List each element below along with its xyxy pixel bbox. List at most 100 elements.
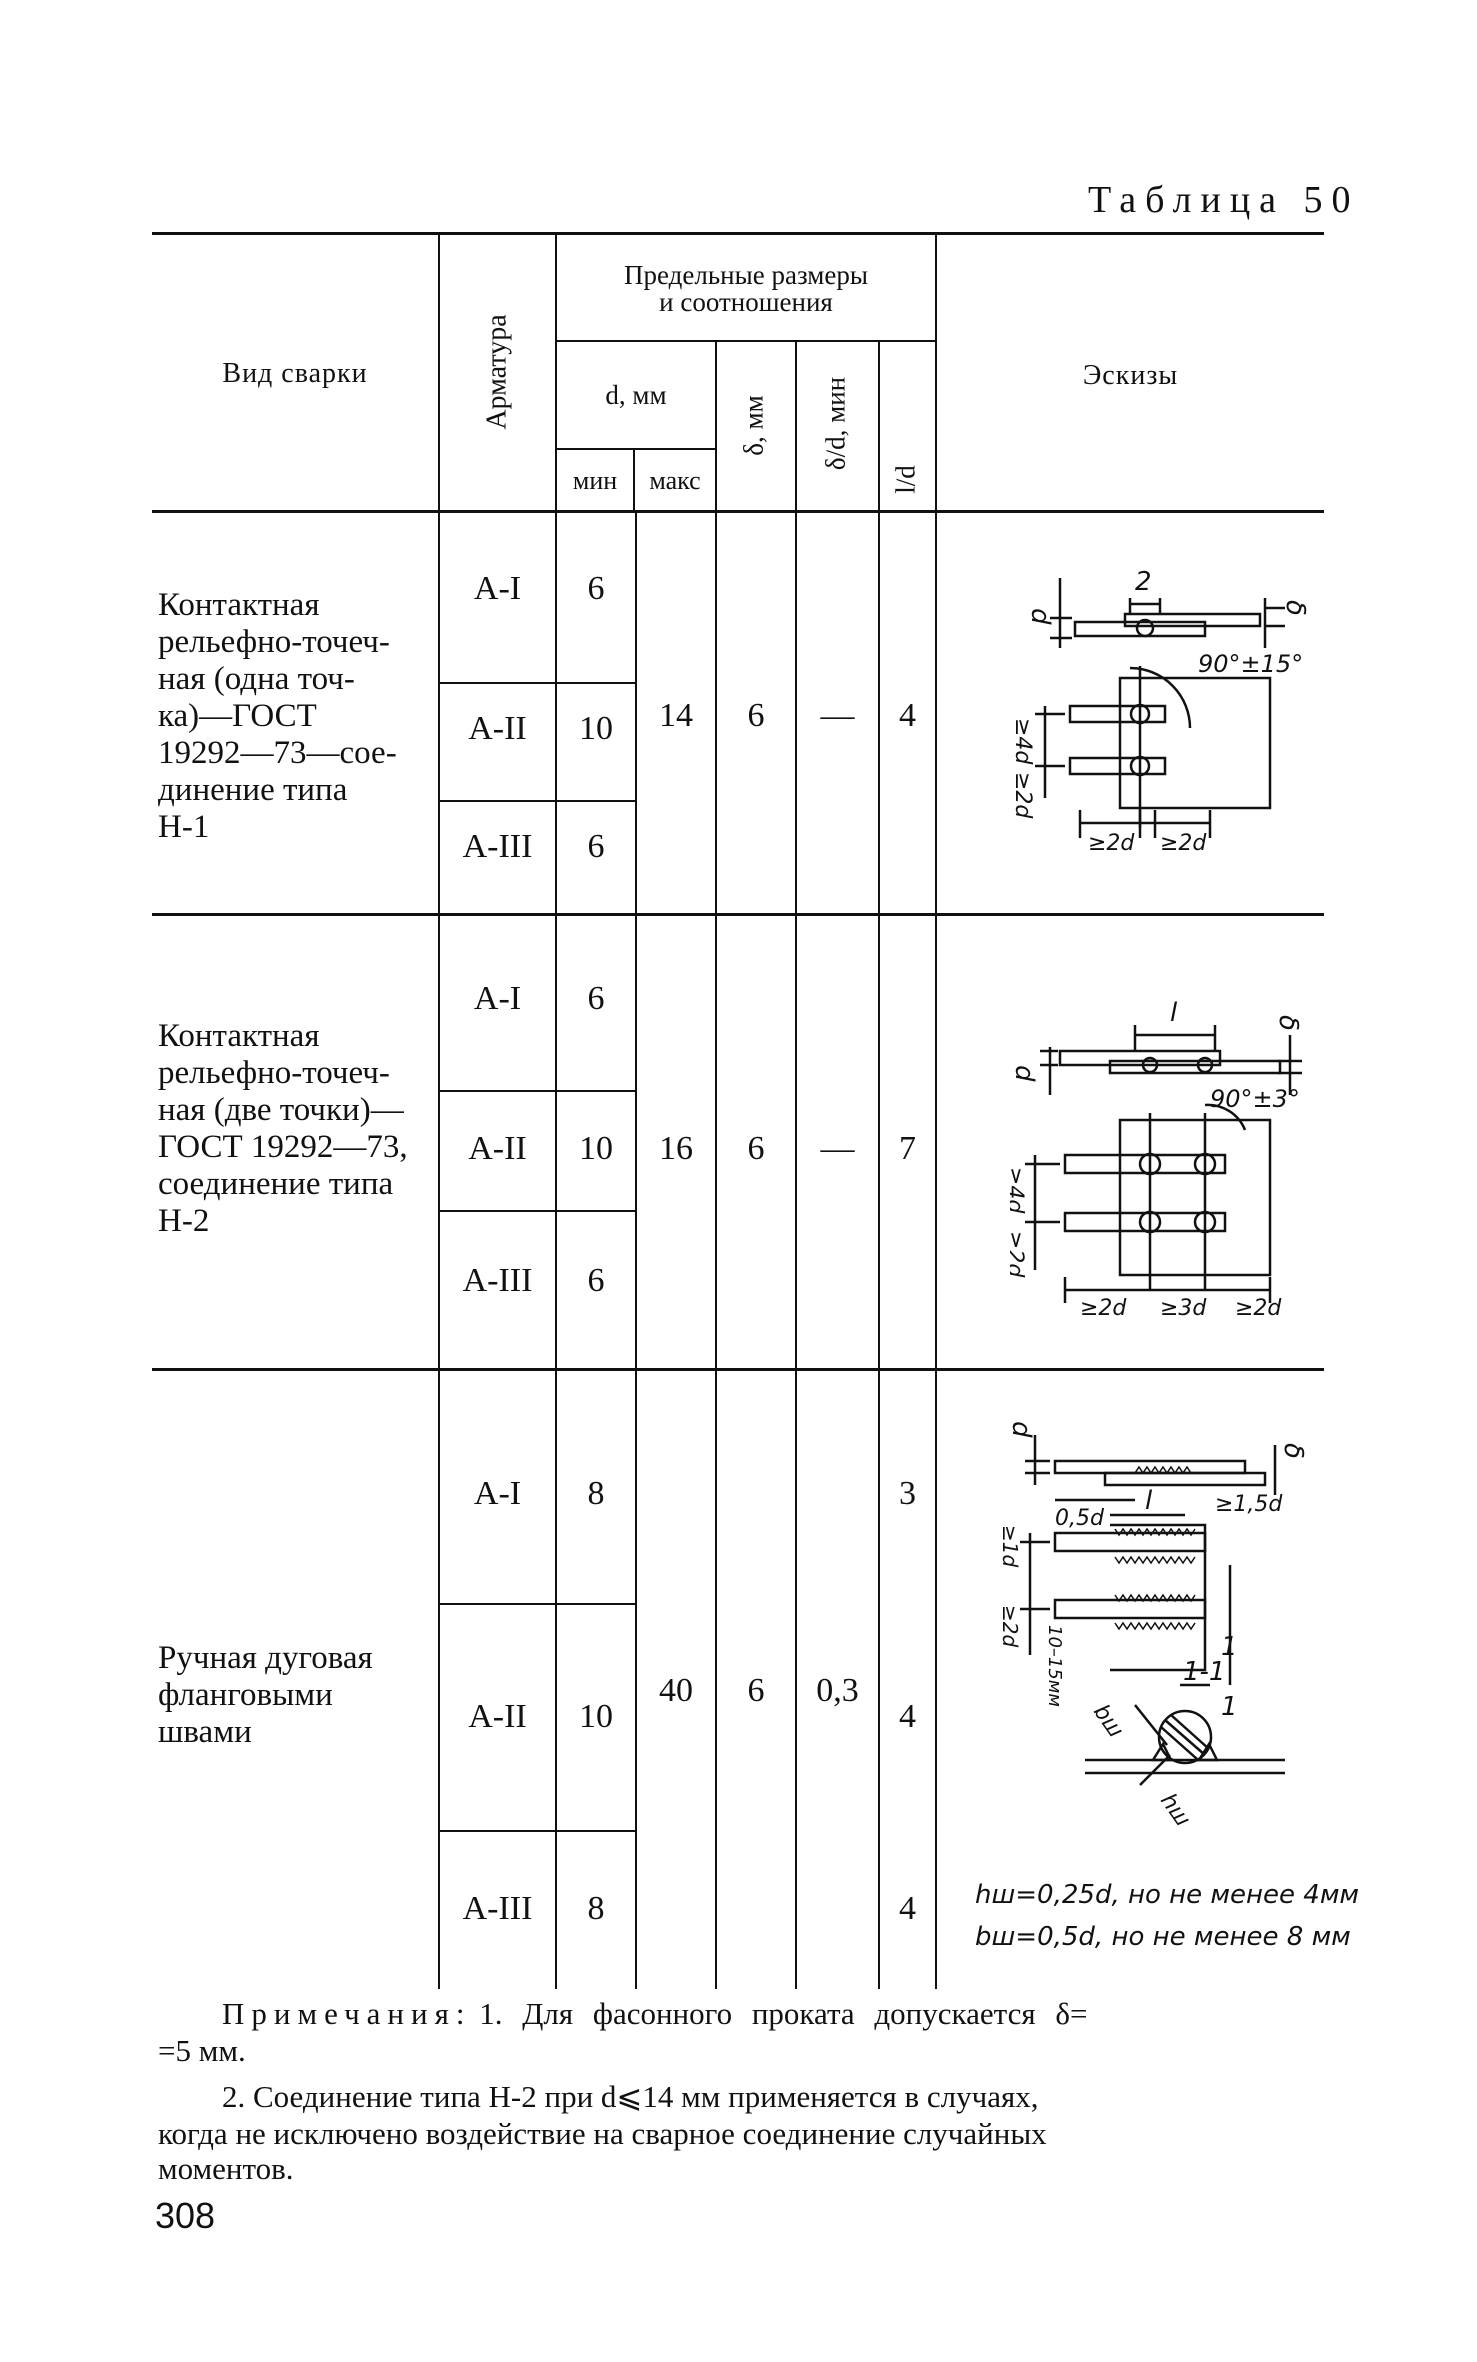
- row1-kind-line: ка)—ГОСТ: [158, 698, 317, 734]
- sketch-flange: d δ 0,5d l ≥1,5d ≥1d ≥2d 10–15мм 1 1 1-1…: [998, 1421, 1308, 1831]
- row1-delta-over-d: —: [820, 697, 855, 734]
- sketch3-label-cut-1a: 1: [1221, 1632, 1238, 1662]
- row2-dmin-1: 6: [587, 980, 605, 1017]
- sketch-n2: d l δ 90°±3° ≥4d ≥2d ≥2d ≥3d ≥2d: [1010, 998, 1303, 1321]
- header-delta: δ, мм: [738, 395, 769, 456]
- row3-kind-line: Ручная дуговая: [158, 1640, 373, 1676]
- sketch1-label-delta: δ: [1280, 600, 1310, 616]
- row2-kind: Контактная рельефно-точеч- ная (две точк…: [158, 1018, 443, 1240]
- row3-delta: 6: [747, 1672, 765, 1709]
- sketch2-label-4d: ≥4d: [1010, 1167, 1027, 1214]
- row2-delta: 6: [747, 1130, 765, 1167]
- sketch2-label-angle: 90°±3°: [1210, 1085, 1300, 1113]
- row2-kind-line: Контактная: [158, 1018, 320, 1054]
- row3-delta-over-d: 0,3: [816, 1672, 859, 1709]
- sketch3-label-1d: ≥1d: [998, 1525, 1022, 1567]
- sketch3-note-2: bш=0,5d, но не менее 8 мм: [975, 1922, 1351, 1952]
- sketch2-label-3d: ≥3d: [1160, 1296, 1207, 1321]
- row3-dmin-3: 8: [587, 1890, 605, 1927]
- notes-n2-a: 2. Соединение типа Н-2 при d⩽14 мм приме…: [222, 2079, 1039, 2114]
- row1-kind-line: ная (одна точ-: [158, 661, 355, 697]
- sketch1-label-d: d: [1025, 608, 1055, 625]
- row1-kind-line: Контактная: [158, 587, 320, 623]
- sketch1-label-2d-a: ≥2d: [1088, 831, 1135, 856]
- sketch-n1: d 2 δ 90°±15° ≥4d ≥2d ≥2d ≥2d: [1010, 567, 1310, 856]
- row1-dmin-2: 10: [579, 710, 613, 747]
- header-d-max: макс: [649, 466, 701, 495]
- sketch3-label-10-15: 10–15мм: [1044, 1625, 1065, 1707]
- row2-dmin-3: 6: [587, 1262, 605, 1299]
- row1-l-over-d: 4: [899, 697, 916, 734]
- row1-kind-line: рельефно-точеч-: [158, 624, 390, 660]
- sketch3-label-section: 1-1: [1183, 1657, 1225, 1687]
- header-l-over-d: l/d: [890, 465, 921, 494]
- row1-armature-1: А-I: [473, 570, 522, 607]
- row1-dmax: 14: [659, 697, 693, 734]
- sketch1-label-2d-b: ≥2d: [1160, 831, 1207, 856]
- row3-armature-3: А-III: [462, 1890, 533, 1927]
- notes-n2-c: моментов.: [158, 2151, 294, 2186]
- sketch3-label-2d: ≥2d: [998, 1605, 1022, 1647]
- header-armature: Арматура: [481, 314, 513, 430]
- header-sketches: Эскизы: [1082, 360, 1179, 391]
- sketch1-label-4d: ≥4d: [1010, 718, 1035, 765]
- sketch3-label-cut-1b: 1: [1221, 1692, 1238, 1722]
- row3-dmin-2: 10: [579, 1698, 613, 1735]
- row2-dmin-2: 10: [579, 1130, 613, 1167]
- row3-kind-line: фланговыми: [158, 1677, 333, 1713]
- header-d-mm: d, мм: [605, 380, 667, 410]
- sketch2-label-2d-a: ≥2d: [1080, 1296, 1127, 1321]
- notes-line-1: Примечания: 1. Для фасонного проката доп…: [222, 1995, 1322, 2032]
- page-number: 308: [155, 2195, 216, 2236]
- header-kind: Вид сварки: [222, 358, 368, 389]
- sketch2-label-2d-left: ≥2d: [1010, 1231, 1027, 1278]
- sketch1-label-2d-left: ≥2d: [1010, 772, 1035, 819]
- row1-armature-2: А-II: [468, 710, 527, 747]
- sketch3-label-l: l: [1145, 1486, 1153, 1516]
- row2-kind-line: Н-2: [158, 1203, 210, 1239]
- notes-n1-a: 1. Для фасонного проката допускается δ=: [479, 1996, 1088, 2031]
- header-delta-over-d: δ/d, мин: [820, 376, 851, 471]
- sketch3-label-05d: 0,5d: [1055, 1506, 1105, 1531]
- row2-armature-2: А-II: [468, 1130, 527, 1167]
- row1-dmin-3: 6: [587, 828, 605, 865]
- row1-dmin-1: 6: [587, 570, 605, 607]
- sketch1-label-2: 2: [1135, 567, 1152, 597]
- row1-armature-3: А-III: [462, 828, 533, 865]
- sketch2-label-l: l: [1170, 998, 1178, 1028]
- notes-n2-b: когда не исключено воздействие на сварно…: [158, 2116, 1047, 2151]
- sketch3-note-1: hш=0,25d, но не менее 4мм: [975, 1880, 1360, 1910]
- header-limits-line-2: и соотношения: [659, 287, 833, 317]
- row2-kind-line: соединение типа: [158, 1166, 394, 1202]
- row2-armature-1: А-I: [473, 980, 522, 1017]
- table-label: Таблица 50: [1088, 179, 1360, 221]
- row1-kind-line: динение типа: [158, 772, 348, 808]
- notes-label: Примечания:: [222, 1996, 472, 2031]
- row3-l-over-d-1: 3: [899, 1475, 916, 1512]
- row3-kind: Ручная дуговая фланговыми швами: [158, 1640, 438, 1751]
- row3-dmax: 40: [659, 1672, 693, 1709]
- row1-kind: Контактная рельефно-точеч- ная (одна точ…: [158, 587, 438, 846]
- row1-kind-line: 19292—73—сое-: [158, 735, 397, 771]
- sketch2-label-2d-b: ≥2d: [1235, 1296, 1282, 1321]
- row3-dmin-1: 8: [587, 1475, 605, 1512]
- row3-kind-line: швами: [158, 1714, 252, 1750]
- notes-n1-b: =5 мм.: [158, 2033, 246, 2068]
- header-limits-group: Предельные размеры и соотношения: [557, 262, 935, 316]
- sketch3-label-d: d: [1006, 1421, 1036, 1438]
- sketch2-label-d: d: [1010, 1065, 1039, 1082]
- row3-l-over-d-3: 4: [899, 1890, 916, 1927]
- row1-delta: 6: [747, 697, 765, 734]
- header-limits-line-1: Предельные размеры: [624, 260, 868, 290]
- sketch3-label-hw: hш: [1155, 1789, 1195, 1831]
- row2-armature-3: А-III: [462, 1262, 533, 1299]
- row1-kind-line: Н-1: [158, 809, 210, 845]
- header-d-min: мин: [572, 466, 618, 495]
- row3-l-over-d-2: 4: [899, 1698, 916, 1735]
- sketch3-label-delta: δ: [1278, 1443, 1308, 1459]
- row2-delta-over-d: —: [820, 1130, 855, 1167]
- sketch3-label-bw: bш: [1088, 1700, 1128, 1742]
- row2-dmax: 16: [659, 1130, 693, 1167]
- sketch1-label-angle: 90°±15°: [1198, 650, 1303, 678]
- row2-l-over-d: 7: [899, 1130, 916, 1167]
